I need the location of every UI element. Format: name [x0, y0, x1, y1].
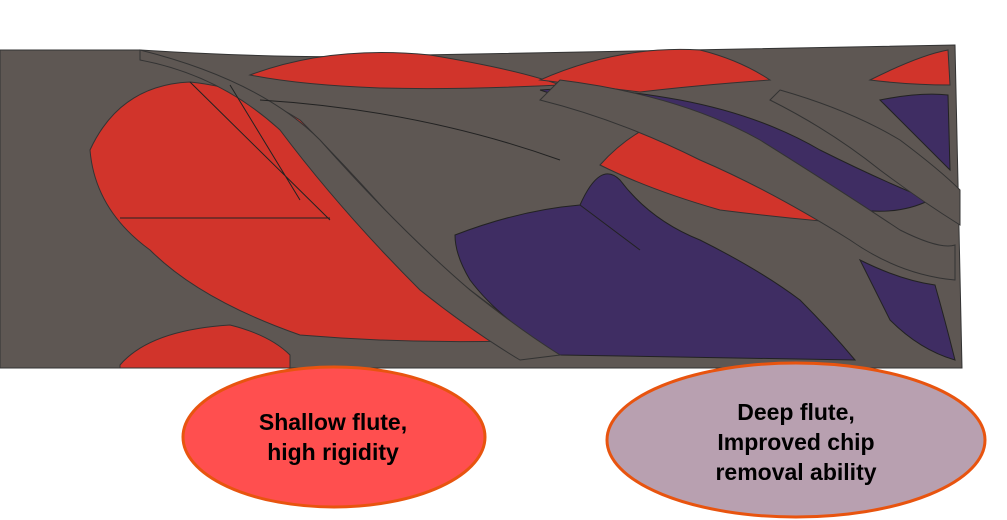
- shallow-flute-tip: [868, 49, 951, 86]
- deep-flute-label: Deep flute, Improved chip removal abilit…: [715, 399, 877, 485]
- shallow-flute-callout: [181, 365, 487, 509]
- deep-flute-main: [454, 173, 857, 361]
- helix-land-1: [139, 49, 562, 361]
- deep-flute-tip: [878, 93, 951, 172]
- shallow-flute-top-right: [538, 48, 772, 93]
- deep-flute-end: [858, 258, 956, 361]
- helix-land-2: [539, 79, 956, 281]
- helix-land-3: [769, 89, 961, 226]
- shallow-flute-lower: [119, 324, 291, 369]
- deep-flute-callout: [605, 361, 987, 519]
- shallow-flute-label: Shallow flute, high rigidity: [258, 409, 408, 465]
- edge-lines: [120, 81, 641, 251]
